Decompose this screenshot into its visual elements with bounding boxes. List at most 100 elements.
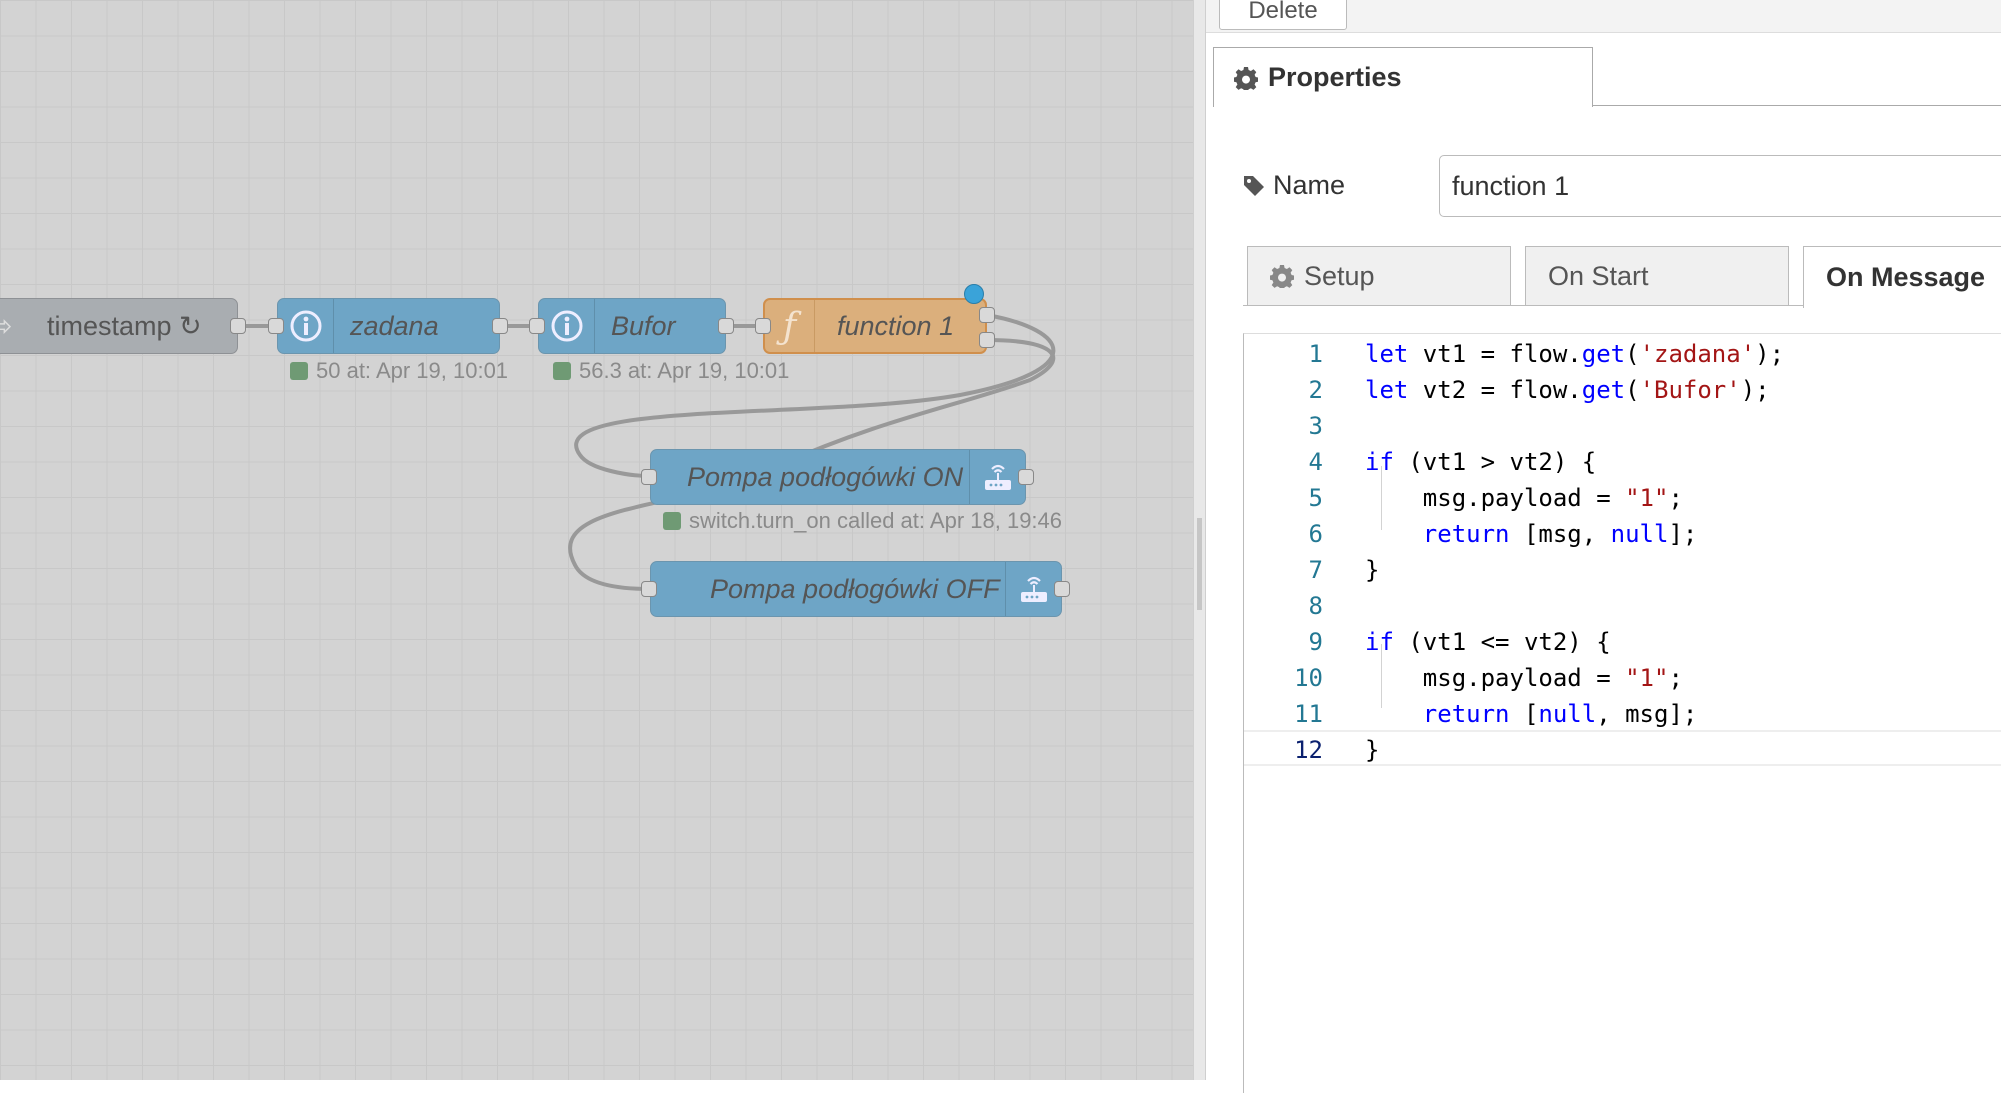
code-line: 5 msg.payload = "1"; <box>1244 480 2001 516</box>
port-pompa-on-in[interactable] <box>641 469 657 485</box>
line-number: 7 <box>1308 556 1323 584</box>
function-icon: ƒ <box>765 300 815 352</box>
line-number: 1 <box>1308 340 1323 368</box>
code-line: 9 if (vt1 <= vt2) { <box>1244 624 2001 660</box>
port-pompa-on-out[interactable] <box>1018 469 1034 485</box>
gear-icon <box>1270 265 1294 288</box>
port-bufor-out[interactable] <box>718 318 734 334</box>
port-timestamp-out[interactable] <box>230 318 246 334</box>
status-zadana-text: 50 at: Apr 19, 10:01 <box>316 358 509 383</box>
tab-properties[interactable]: Properties <box>1213 47 1593 107</box>
code-line: 7 } <box>1244 552 2001 588</box>
delete-button[interactable]: Delete <box>1219 0 1347 30</box>
tab-underline <box>1592 105 2001 106</box>
tab-on-start[interactable]: On Start <box>1525 246 1789 306</box>
tab-on-message-label: On Message <box>1826 262 1986 292</box>
wires-layer <box>238 313 1056 591</box>
name-label: Name <box>1273 170 1346 200</box>
status-dot <box>553 362 571 380</box>
node-zadana[interactable]: zadana <box>277 298 500 354</box>
tab-setup[interactable]: Setup <box>1247 246 1511 306</box>
info-icon <box>539 299 595 353</box>
router-icon <box>1005 562 1061 616</box>
code-text: msg.payload = "1"; <box>1365 484 1683 512</box>
router-icon <box>969 450 1025 504</box>
port-pompa-off-out[interactable] <box>1054 581 1070 597</box>
changed-indicator <box>964 284 984 304</box>
status-dot <box>290 362 308 380</box>
code-line: 2 let vt2 = flow.get('Bufor'); <box>1244 372 2001 408</box>
status-dot <box>663 512 681 530</box>
code-line: 4 if (vt1 > vt2) { <box>1244 444 2001 480</box>
indent-guide <box>1381 466 1382 530</box>
code-line: 8 <box>1244 588 2001 624</box>
node-bufor[interactable]: Bufor <box>538 298 726 354</box>
subtab-underline <box>1243 305 1803 306</box>
code-line: 10 msg.payload = "1"; <box>1244 660 2001 696</box>
node-bufor-label: Bufor <box>611 310 676 341</box>
port-function-out-2[interactable] <box>979 332 995 348</box>
inject-icon: ⇨ <box>0 299 19 353</box>
node-function-1[interactable]: ƒ function 1 <box>763 298 987 354</box>
status-pompa-on-text: switch.turn_on called at: Apr 18, 19:46 <box>689 508 1063 533</box>
node-pompa-on-label: Pompa podłogówki ON <box>687 461 964 492</box>
code-text: } <box>1365 556 1380 584</box>
flow-workspace[interactable]: ⇨ timestamp ↻ zadana 50 at: Apr 19, 10:0… <box>0 0 1193 1080</box>
tab-setup-label: Setup <box>1304 260 1375 291</box>
tab-on-start-label: On Start <box>1548 260 1649 291</box>
status-bufor: 56.3 at: Apr 19, 10:01 <box>553 358 789 384</box>
info-icon <box>278 299 334 353</box>
indent-guide <box>1381 644 1382 708</box>
status-zadana: 50 at: Apr 19, 10:01 <box>290 358 508 384</box>
port-zadana-in[interactable] <box>268 318 284 334</box>
line-number: 11 <box>1294 700 1323 728</box>
code-line-active: 12 } <box>1244 730 2001 766</box>
node-pompa-off-label: Pompa podłogówki OFF <box>710 573 1000 604</box>
code-text: msg.payload = "1"; <box>1365 664 1683 692</box>
code-text: return [msg, null]; <box>1422 520 1698 548</box>
line-number: 8 <box>1308 592 1323 620</box>
code-text: let vt2 = flow.get('Bufor'); <box>1365 376 1770 404</box>
node-function-1-label: function 1 <box>837 310 955 341</box>
line-number: 5 <box>1308 484 1323 512</box>
node-timestamp-label: timestamp ↻ <box>47 310 202 341</box>
code-line: 1 let vt1 = flow.get('zadana'); <box>1244 336 2001 372</box>
name-field[interactable] <box>1439 155 2001 217</box>
line-number: 4 <box>1308 448 1323 476</box>
edit-tray: Delete Properties Name Setup On Start On… <box>1206 0 2001 1093</box>
line-number: 3 <box>1308 412 1323 440</box>
line-number: 12 <box>1294 736 1323 764</box>
code-text: return [null, msg]; <box>1422 700 1698 728</box>
name-label-row: Name <box>1243 170 1345 201</box>
tab-on-message[interactable]: On Message <box>1803 246 2001 308</box>
wire-function-on <box>574 313 1056 478</box>
port-function-in[interactable] <box>755 318 771 334</box>
status-pompa-on: switch.turn_on called at: Apr 18, 19:46 <box>663 508 1062 534</box>
code-text: } <box>1365 736 1380 764</box>
port-zadana-out[interactable] <box>492 318 508 334</box>
code-line: 3 <box>1244 408 2001 444</box>
code-text: if (vt1 <= vt2) { <box>1365 628 1611 656</box>
port-bufor-in[interactable] <box>529 318 545 334</box>
status-bufor-text: 56.3 at: Apr 19, 10:01 <box>579 358 790 383</box>
code-text: if (vt1 > vt2) { <box>1365 448 1597 476</box>
line-number: 10 <box>1294 664 1323 692</box>
node-zadana-label: zadana <box>350 310 439 341</box>
code-line: 11 return [null, msg]; <box>1244 696 2001 732</box>
port-pompa-off-in[interactable] <box>641 581 657 597</box>
resize-grip[interactable] <box>1197 518 1202 610</box>
port-function-out-1[interactable] <box>979 307 995 323</box>
node-pompa-off[interactable]: Pompa podłogówki OFF <box>650 561 1062 617</box>
code-text: let vt1 = flow.get('zadana'); <box>1365 340 1785 368</box>
gear-icon <box>1234 66 1258 90</box>
code-line: 6 return [msg, null]; <box>1244 516 2001 552</box>
line-number: 6 <box>1308 520 1323 548</box>
tab-properties-label: Properties <box>1268 62 1402 92</box>
tag-icon <box>1244 175 1264 196</box>
line-number: 2 <box>1308 376 1323 404</box>
code-editor[interactable]: 1 let vt1 = flow.get('zadana'); 2 let vt… <box>1243 333 2001 1093</box>
line-number: 9 <box>1308 628 1323 656</box>
panel-resize-divider[interactable] <box>1193 0 1206 1080</box>
node-pompa-on[interactable]: Pompa podłogówki ON <box>650 449 1026 505</box>
node-timestamp[interactable]: ⇨ timestamp ↻ <box>0 298 238 354</box>
